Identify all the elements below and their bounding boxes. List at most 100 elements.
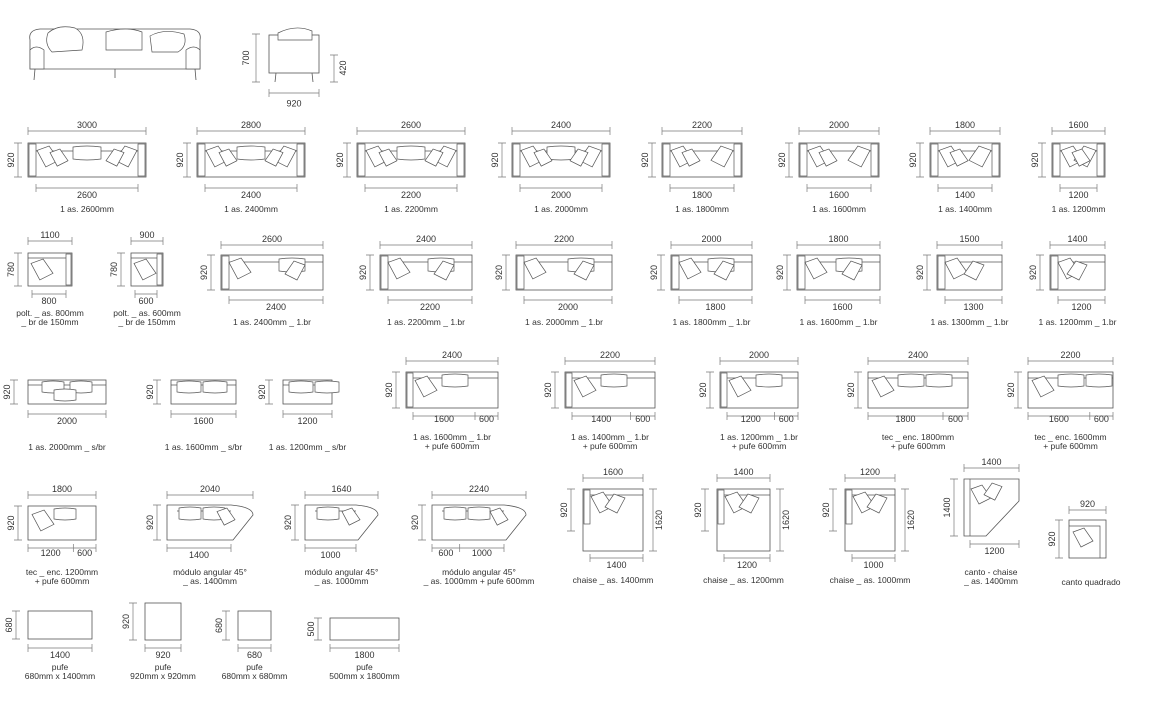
module-caption: 1 as. 2200mm [384, 204, 438, 214]
module-caption: + pufe 600mm [35, 576, 90, 586]
seat-dim: 1000 [320, 550, 340, 560]
depth-dim: 920 [121, 614, 131, 629]
seat-dim: 1600 [829, 190, 849, 200]
width-dim: 2400 [551, 120, 571, 130]
seat-dim: 1600 [1049, 414, 1069, 424]
width-dim: 900 [139, 230, 154, 240]
depth-dim: 920 [494, 265, 504, 280]
module-caption: _ as. 1400mm [963, 576, 1018, 586]
module-caption: chaise _ as. 1000mm [830, 575, 911, 585]
depth-dim: 920 [821, 502, 831, 517]
seat-dim: 1800 [705, 302, 725, 312]
module-caption: 500mm x 1800mm [329, 671, 399, 681]
module-caption: _ br de 150mm [20, 317, 78, 327]
depth-dim: 920 [335, 152, 345, 167]
module-caption: canto - chaise [965, 567, 1018, 577]
front-elevation [29, 26, 201, 81]
depth-dim: 780 [109, 262, 119, 277]
width-dim: 2000 [829, 120, 849, 130]
module-caption: 1 as. 2000mm _ s/br [28, 442, 106, 452]
module-caption: + pufe 600mm [891, 441, 946, 451]
depth-dim: 920 [257, 384, 267, 399]
depth-dim: 1400 [942, 497, 952, 517]
seat-dim: 2400 [241, 190, 261, 200]
depth-dim: 920 [490, 152, 500, 167]
module-caption: polt. _ as. 600mm [113, 308, 181, 318]
width-dim: 680 [247, 650, 262, 660]
depth-dim: 920 [1030, 152, 1040, 167]
depth-dim: 920 [777, 152, 787, 167]
pufe-dim: 600 [635, 414, 650, 424]
depth-dim: 920 [908, 152, 918, 167]
module-caption: módulo angular 45° [173, 567, 247, 577]
depth-dim: 920 [175, 152, 185, 167]
width-dim: 2400 [908, 350, 928, 360]
width-dim: 1800 [955, 120, 975, 130]
depth-dim: 920 [698, 382, 708, 397]
module-caption: 1 as. 1400mm [938, 204, 992, 214]
width-dim: 1640 [331, 484, 351, 494]
width-dim: 2600 [262, 234, 282, 244]
module-caption: 1 as. 1200mm _ 1.br [1039, 317, 1117, 327]
seat-dim: 600 [138, 296, 153, 306]
depth-dim: 920 [6, 152, 16, 167]
module-caption: 1 as. 2200mm _ 1.br [387, 317, 465, 327]
module-caption: módulo angular 45° [305, 567, 379, 577]
seat-dim: 1200 [984, 546, 1004, 556]
pufe-dim: 600 [948, 414, 963, 424]
seat-dim: 1400 [591, 414, 611, 424]
width-dim: 1800 [52, 484, 72, 494]
depth-dim: 920 [1028, 265, 1038, 280]
module-caption: 1 as. 1200mm _ 1.br [720, 432, 798, 442]
module-caption: tec _ enc. 1600mm [1034, 432, 1106, 442]
module-caption: tec _ enc. 1200mm [26, 567, 98, 577]
module-caption: _ as. 1000mm + pufe 600mm [423, 576, 535, 586]
pufe-dim: 600 [438, 548, 453, 558]
width-dim: 2040 [200, 484, 220, 494]
elevation-views: 920 700 420 [29, 26, 348, 108]
module-caption: pufe [356, 662, 373, 672]
chaise-length-dim: 1620 [781, 510, 791, 530]
module-caption: 1 as. 1600mm _ s/br [165, 442, 243, 452]
seat-height-label: 420 [338, 60, 348, 75]
depth-dim: 920 [384, 382, 394, 397]
module-caption: + pufe 600mm [425, 441, 480, 451]
depth-dim: 920 [649, 265, 659, 280]
seat-dim: 2000 [551, 190, 571, 200]
seat-dim: 1600 [832, 302, 852, 312]
seat-dim: 1400 [955, 190, 975, 200]
width-dim: 2000 [701, 234, 721, 244]
width-dim: 2400 [416, 234, 436, 244]
width-dim: 1400 [50, 650, 70, 660]
depth-dim: 920 [6, 515, 16, 530]
seat-dim: 1200 [41, 548, 61, 558]
seat-dim: 1400 [606, 560, 626, 570]
module-caption: 1 as. 1400mm _ 1.br [571, 432, 649, 442]
seat-dim: 1000 [863, 560, 883, 570]
width-dim: 2200 [1060, 350, 1080, 360]
width-dim: 1400 [1067, 234, 1087, 244]
module-caption: polt. _ as. 800mm [16, 308, 84, 318]
depth-dim: 780 [6, 262, 16, 277]
depth-dim: 500 [306, 621, 316, 636]
chaise-length-dim: 1620 [654, 510, 664, 530]
